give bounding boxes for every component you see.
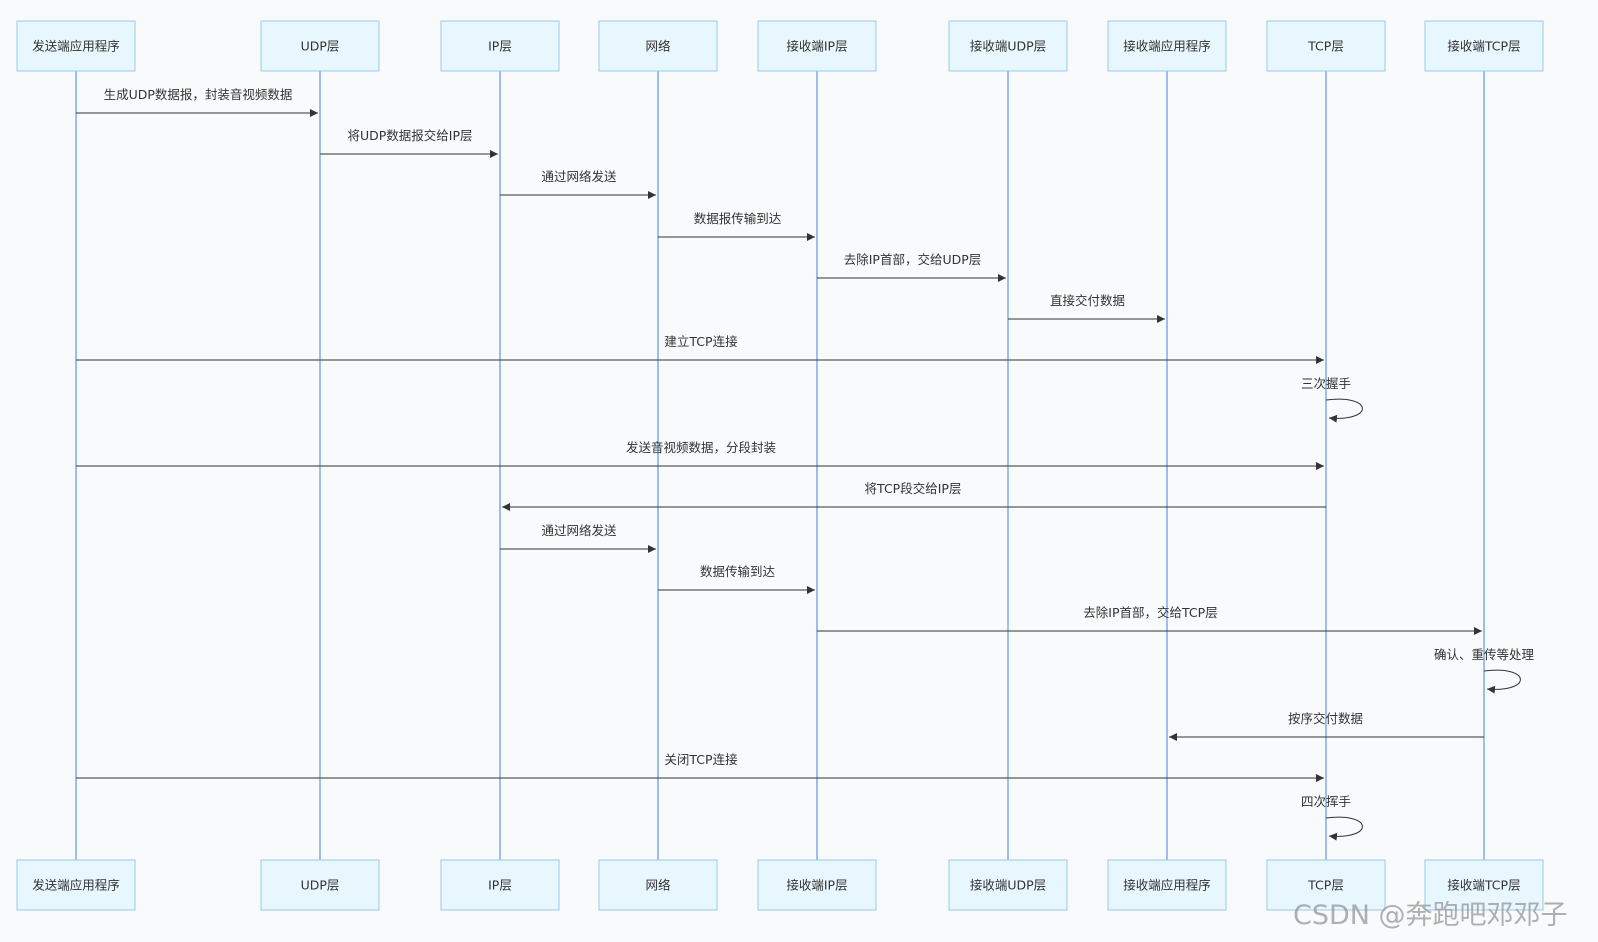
participant-box <box>1424 859 1544 911</box>
message-11: 通过网络发送 <box>500 523 656 553</box>
message-16: 关闭TCP连接 <box>76 752 1324 782</box>
message-15: 按序交付数据 <box>1169 711 1484 741</box>
message-label: 通过网络发送 <box>541 169 617 184</box>
participant-label: 发送端应用程序 <box>32 39 120 54</box>
participant-box <box>757 859 877 911</box>
message-label: 四次挥手 <box>1301 794 1351 809</box>
participant-box <box>598 859 718 911</box>
participant-box <box>1266 859 1386 911</box>
participant-box <box>16 859 136 911</box>
participant-rtcp-top: 接收端TCP层 <box>1424 20 1544 72</box>
message-5: 去除IP首部，交给UDP层 <box>817 252 1006 282</box>
participant-label: 接收端TCP层 <box>1447 39 1520 54</box>
participant-label: TCP层 <box>1307 39 1344 54</box>
participant-label: 接收端IP层 <box>786 39 847 54</box>
message-12: 数据传输到达 <box>658 564 815 594</box>
message-4: 数据报传输到达 <box>658 211 815 241</box>
participant-box <box>440 20 560 72</box>
participant-rudp-bottom: 接收端UDP层 <box>948 859 1068 911</box>
message-label: 去除IP首部，交给TCP层 <box>1083 605 1217 620</box>
participant-sender-bottom: 发送端应用程序 <box>16 859 136 911</box>
message-label: 发送音视频数据，分段封装 <box>626 440 776 455</box>
participant-label: 接收端IP层 <box>786 878 847 893</box>
participant-label: 接收端UDP层 <box>970 39 1046 54</box>
participant-box <box>1424 20 1544 72</box>
participant-label: 网络 <box>645 39 671 54</box>
self-message-arrow <box>1325 398 1363 423</box>
participant-box <box>757 20 877 72</box>
participant-sender-top: 发送端应用程序 <box>16 20 136 72</box>
message-label: 通过网络发送 <box>541 523 617 538</box>
participant-udp-bottom: UDP层 <box>260 859 380 911</box>
self-message-arrow <box>1325 816 1363 841</box>
message-9: 发送音视频数据，分段封装 <box>76 440 1324 470</box>
participant-rapp-bottom: 接收端应用程序 <box>1107 859 1227 911</box>
participant-label: UDP层 <box>301 878 340 893</box>
message-2: 将UDP数据报交给IP层 <box>320 128 498 158</box>
participant-net-bottom: 网络 <box>598 859 718 911</box>
participant-udp-top: UDP层 <box>260 20 380 72</box>
participant-label: 接收端应用程序 <box>1123 878 1211 893</box>
participant-label: 接收端UDP层 <box>970 878 1046 893</box>
message-label: 生成UDP数据报，封装音视频数据 <box>104 87 293 102</box>
message-17: 四次挥手 <box>1301 794 1363 841</box>
message-7: 建立TCP连接 <box>76 334 1324 364</box>
message-label: 将TCP段交给IP层 <box>865 481 962 496</box>
message-label: 建立TCP连接 <box>664 334 738 349</box>
participant-box <box>1266 20 1386 72</box>
message-label: 数据报传输到达 <box>694 211 782 226</box>
message-label: 按序交付数据 <box>1288 711 1363 726</box>
message-13: 去除IP首部，交给TCP层 <box>817 605 1482 635</box>
participant-box <box>1107 20 1227 72</box>
participant-net-top: 网络 <box>598 20 718 72</box>
message-label: 三次握手 <box>1301 376 1351 391</box>
participant-box <box>260 20 380 72</box>
message-label: 关闭TCP连接 <box>664 752 738 767</box>
participant-label: 接收端应用程序 <box>1123 39 1211 54</box>
participant-label: UDP层 <box>301 39 340 54</box>
participant-box <box>1107 859 1227 911</box>
participant-label: 网络 <box>645 878 671 893</box>
participant-rudp-top: 接收端UDP层 <box>948 20 1068 72</box>
message-1: 生成UDP数据报，封装音视频数据 <box>76 87 318 117</box>
message-10: 将TCP段交给IP层 <box>502 481 1326 511</box>
participant-rip-top: 接收端IP层 <box>757 20 877 72</box>
participant-box <box>598 20 718 72</box>
participant-box <box>16 20 136 72</box>
message-8: 三次握手 <box>1301 376 1363 423</box>
message-14: 确认、重传等处理 <box>1434 647 1535 694</box>
participant-label: 接收端TCP层 <box>1447 878 1520 893</box>
participant-label: 发送端应用程序 <box>32 878 120 893</box>
participant-ip-bottom: IP层 <box>440 859 560 911</box>
participant-rtcp-bottom: 接收端TCP层 <box>1424 859 1544 911</box>
message-label: 数据传输到达 <box>700 564 776 579</box>
participant-box <box>948 20 1068 72</box>
self-message-arrow <box>1483 669 1521 694</box>
participant-ip-top: IP层 <box>440 20 560 72</box>
message-label: 直接交付数据 <box>1050 293 1125 308</box>
message-label: 将UDP数据报交给IP层 <box>347 128 472 143</box>
message-3: 通过网络发送 <box>500 169 656 199</box>
message-label: 确认、重传等处理 <box>1434 647 1535 662</box>
watermark-text: CSDN @奔跑吧邓邓子 <box>1293 900 1568 931</box>
participant-tcp-bottom: TCP层 <box>1266 859 1386 911</box>
participant-rapp-top: 接收端应用程序 <box>1107 20 1227 72</box>
participant-label: IP层 <box>488 878 512 893</box>
message-6: 直接交付数据 <box>1008 293 1165 323</box>
participant-box <box>260 859 380 911</box>
participant-box <box>440 859 560 911</box>
participant-label: IP层 <box>488 39 512 54</box>
participant-rip-bottom: 接收端IP层 <box>757 859 877 911</box>
participant-box <box>948 859 1068 911</box>
message-label: 去除IP首部，交给UDP层 <box>844 252 982 267</box>
participant-tcp-top: TCP层 <box>1266 20 1386 72</box>
participant-label: TCP层 <box>1307 878 1344 893</box>
